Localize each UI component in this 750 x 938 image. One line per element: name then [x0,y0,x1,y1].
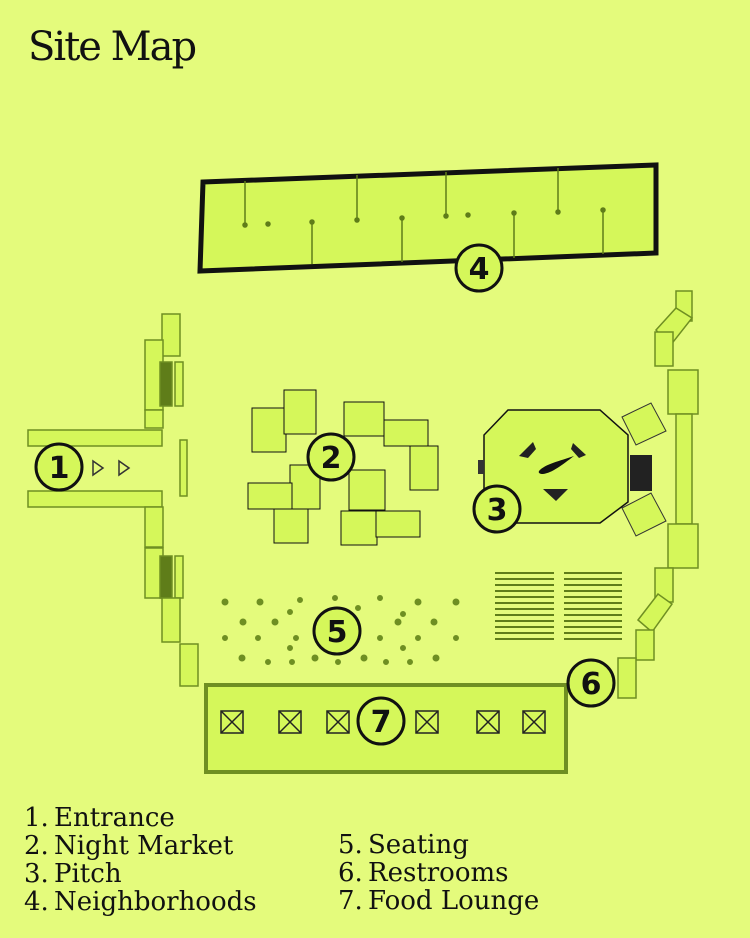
zone-marker-number: 3 [487,493,508,528]
zone-markers: 1 2 3 4 5 6 7 [34,243,616,746]
page-title: Site Map [28,24,197,70]
crossed-box-icon [278,710,302,734]
swoosh-icon [538,456,574,474]
zone-marker-number: 5 [327,615,348,650]
seating-zone[interactable] [221,595,460,665]
legend-item: 5.Seating [338,830,469,860]
bleachers [495,572,622,640]
crossed-box-icon [415,710,439,734]
zone-marker-2[interactable]: 2 [306,432,356,482]
legend-left: 1.Entrance 2.Night Market 3.Pitch 4.Neig… [24,804,257,916]
zone-marker-4[interactable]: 4 [454,243,504,293]
zone-marker-number: 4 [469,252,490,287]
neighborhoods-zone[interactable] [197,162,659,274]
legend-item: 7.Food Lounge [338,886,540,916]
left-fence [27,313,199,687]
right-fence [617,290,699,699]
zone-marker-3[interactable]: 3 [472,484,522,534]
zone-marker-number: 7 [371,705,392,740]
pitch-zone[interactable] [478,402,667,537]
legend-item: 4.Neighborhoods [24,887,257,917]
legend-item: 2.Night Market [24,831,234,861]
zone-marker-1[interactable]: 1 [34,442,84,492]
zone-marker-7[interactable]: 7 [356,696,406,746]
zone-marker-number: 2 [321,441,342,476]
legend-item: 1.Entrance [24,803,175,833]
legend-item: 3.Pitch [24,859,122,889]
legend-right: 5.Seating 6.Restrooms 7.Food Lounge [338,831,539,915]
crossed-box-icon [326,710,350,734]
legend-item: 6.Restrooms [338,858,509,888]
night-market-zone[interactable] [247,389,439,546]
zone-marker-6[interactable]: 6 [566,658,616,708]
zone-marker-5[interactable]: 5 [312,606,362,656]
chevron-right-icon [92,459,131,477]
zone-marker-number: 6 [581,667,602,702]
crossed-box-icon [522,710,546,734]
crossed-box-icon [220,710,244,734]
zone-marker-number: 1 [49,451,70,486]
crossed-box-icon [476,710,500,734]
